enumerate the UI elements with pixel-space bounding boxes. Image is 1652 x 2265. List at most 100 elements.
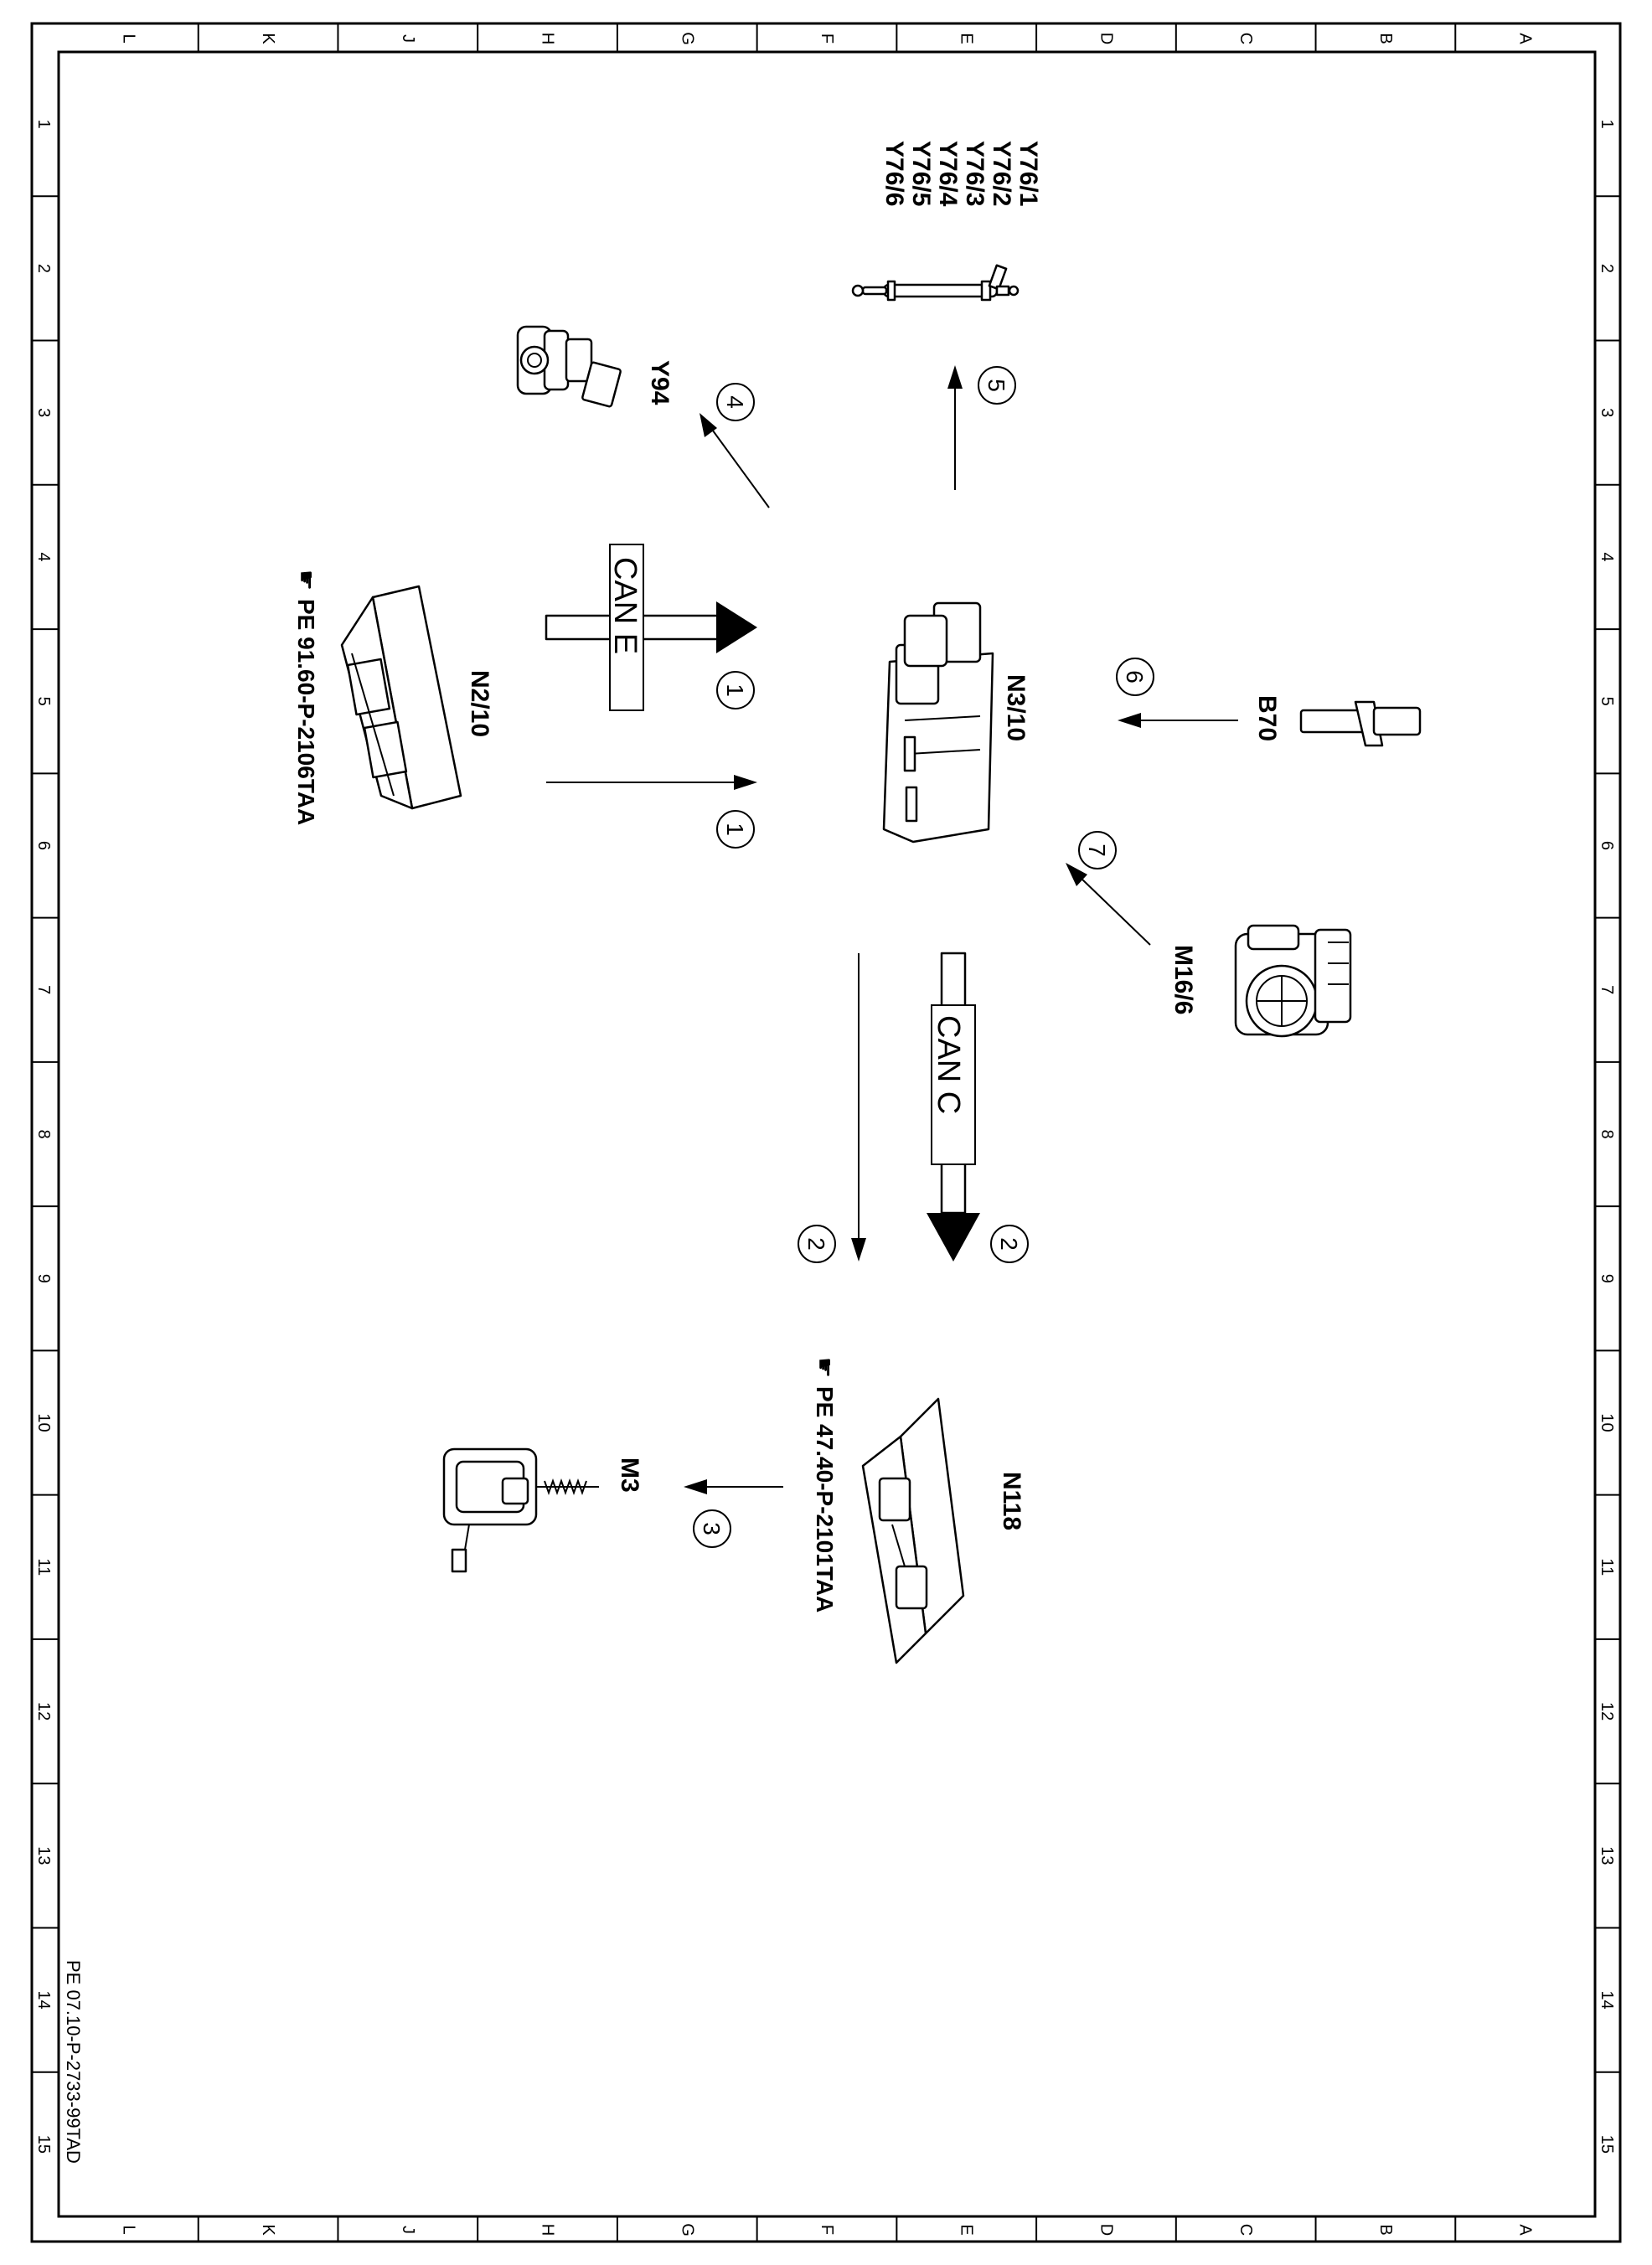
row-label: 9 (1598, 1274, 1616, 1283)
callout-7: 7 (1078, 831, 1117, 869)
column-label: B (1376, 33, 1395, 44)
row-label: 6 (1598, 841, 1616, 850)
label-n118: N118 (998, 1472, 1025, 1530)
column-label: A (1516, 33, 1535, 44)
document-id: PE 07.10-P-2733-99TAD (63, 1960, 84, 2164)
arrow-1 (546, 775, 757, 790)
pressure-valve-icon (516, 325, 622, 408)
label-n2-10: N2/10 (466, 670, 493, 737)
column-label: F (818, 34, 836, 44)
row-label: 4 (34, 552, 53, 561)
column-label: E (958, 33, 976, 44)
callout-2-right: 2 (990, 1225, 1029, 1263)
column-label: D (1097, 2224, 1115, 2236)
column-label: K (259, 2224, 277, 2236)
svg-text:7: 7 (1084, 844, 1110, 857)
arrow-5 (947, 365, 963, 490)
reference-n118: PE 47.40-P-2101TAA (812, 1386, 838, 1612)
row-label: 5 (1598, 697, 1616, 706)
svg-text:2: 2 (996, 1237, 1022, 1251)
row-label: 10 (34, 1413, 53, 1432)
svg-text:6: 6 (1122, 670, 1148, 684)
column-label: B (1376, 2224, 1395, 2235)
svg-text:1: 1 (722, 823, 748, 836)
arrow-7 (1066, 863, 1151, 946)
n2-10-reference: ☛ PE 91.60-P-2106TAA (293, 570, 319, 825)
arrow-6 (1118, 713, 1238, 728)
column-label: H (539, 33, 557, 44)
callout-4: 4 (716, 383, 755, 421)
can-e-label-box (609, 544, 644, 711)
callout-6: 6 (1116, 658, 1154, 696)
column-label: H (539, 2224, 557, 2236)
label-m3: M3 (616, 1458, 643, 1493)
pointing-hand-icon: ☛ (293, 570, 319, 591)
arrow-2 (851, 953, 866, 1261)
y76-labels: Y76/1 Y76/2 Y76/3 Y76/4 Y76/5 Y76/6 (880, 141, 1042, 207)
n2-10-module-icon (340, 585, 462, 810)
n118-reference: ☛ PE 47.40-P-2101TAA (812, 1357, 838, 1612)
svg-text:2: 2 (803, 1237, 829, 1251)
column-label: J (399, 2226, 417, 2234)
column-label: L (119, 34, 137, 43)
label-y76-2: Y76/2 (988, 141, 1015, 206)
row-label: 14 (1598, 1990, 1616, 2009)
throttle-actuator-icon (1234, 924, 1352, 1038)
row-label: 7 (34, 985, 53, 994)
svg-text:5: 5 (983, 379, 1009, 392)
svg-text:4: 4 (722, 395, 748, 409)
row-label: 11 (34, 1558, 53, 1576)
outer-frame (30, 22, 1622, 2243)
row-label: 12 (1598, 1702, 1616, 1721)
label-b70: B70 (1253, 695, 1281, 741)
callout-1: 1 (716, 810, 755, 849)
row-label: 13 (1598, 1846, 1616, 1865)
column-label: E (958, 2224, 976, 2235)
label-y76-1: Y76/1 (1014, 141, 1042, 206)
row-label: 7 (1598, 985, 1616, 994)
row-label: 2 (34, 264, 53, 273)
row-label: 11 (1598, 1558, 1616, 1576)
arrow-3 (684, 1479, 783, 1494)
row-label: 1 (34, 120, 53, 129)
column-label: J (399, 34, 417, 43)
can-e-bus-arrow: CAN E (545, 544, 757, 711)
callout-3: 3 (693, 1509, 731, 1548)
label-y76-5: Y76/5 (907, 141, 935, 206)
row-label: 9 (34, 1274, 53, 1283)
row-label: 3 (34, 408, 53, 417)
row-label: 15 (34, 2135, 53, 2154)
column-label: D (1097, 33, 1115, 44)
row-label: 1 (1598, 120, 1616, 129)
label-y76-4: Y76/4 (934, 141, 962, 207)
column-label: G (678, 32, 696, 45)
label-n3-10: N3/10 (1002, 674, 1030, 741)
row-label: 6 (34, 841, 53, 850)
column-label: F (818, 2225, 836, 2235)
row-label: 4 (1598, 552, 1616, 561)
row-label: 8 (34, 1129, 53, 1138)
can-c-label: CAN C (931, 1015, 966, 1114)
crankshaft-sensor-icon (1299, 700, 1422, 747)
fuel-pump-icon (442, 1447, 599, 1573)
can-e-label: CAN E (607, 557, 643, 654)
reference-n2-10: PE 91.60-P-2106TAA (293, 599, 319, 825)
column-label: C (1236, 2224, 1255, 2236)
callout-1-can: 1 (716, 671, 755, 709)
row-label: 3 (1598, 408, 1616, 417)
n3-10-ecu-icon (882, 601, 994, 844)
can-c-label-box (931, 1004, 976, 1165)
column-label: A (1516, 2224, 1535, 2236)
column-label: C (1236, 33, 1255, 44)
row-label: 5 (34, 697, 53, 706)
column-label: G (678, 2223, 696, 2237)
can-c-bus-arrow: CAN C (927, 952, 980, 1261)
svg-text:1: 1 (722, 684, 748, 697)
svg-text:3: 3 (699, 1522, 725, 1535)
column-label: K (259, 33, 277, 44)
n118-module-icon (861, 1397, 965, 1664)
callout-2-left: 2 (798, 1225, 836, 1263)
callout-5: 5 (978, 366, 1016, 405)
